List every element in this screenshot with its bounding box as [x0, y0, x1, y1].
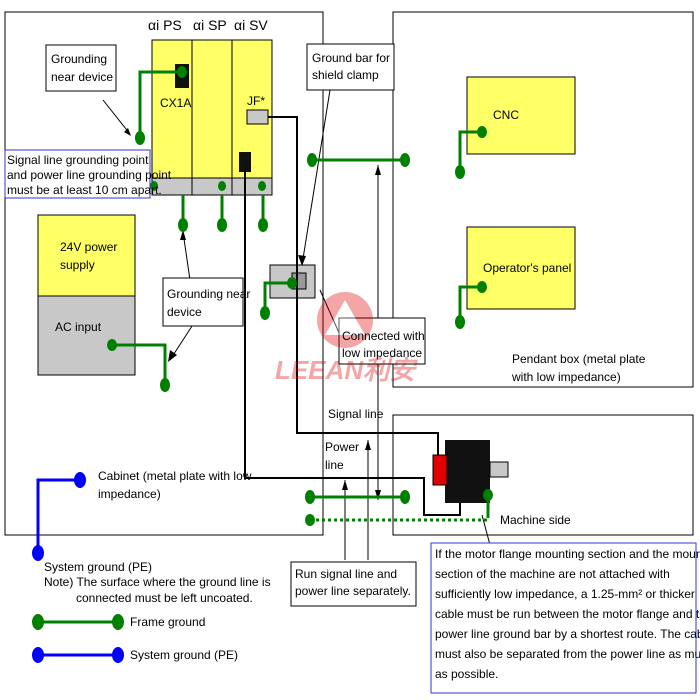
motor-flange-note-3: sufficiently low impedance, a 1.25-mm² o…: [435, 587, 695, 601]
sv-module-label: αi SV: [234, 17, 268, 33]
watermark-logo: [317, 292, 373, 348]
motor-flange-note-4: cable must be run between the motor flan…: [435, 607, 700, 621]
ps-module: [151, 39, 193, 179]
motor-connector: [432, 454, 448, 486]
motor-shaft: [489, 461, 509, 478]
callout-grounding-mid: [162, 277, 244, 327]
operator-panel-label: Operator's panel: [483, 261, 572, 275]
ac-input-box: [37, 295, 136, 376]
motor-flange-note-7: as possible.: [435, 667, 499, 681]
connected-low-impedance-1: Connected with: [342, 329, 425, 343]
sv-module: [231, 39, 273, 179]
cabinet-outline: [4, 11, 324, 536]
cabinet-label-1: Cabinet (metal plate with low: [98, 469, 252, 483]
motor-flange-note-5: power line ground bar by a shortest rout…: [435, 627, 700, 641]
pendant-box-label-1: Pendant box (metal plate: [512, 352, 646, 366]
frame-ground-dots: [107, 66, 493, 526]
watermark-text: LEEAN利安: [275, 355, 416, 385]
flange-ground-dotted: [310, 505, 490, 522]
frame-ground-lines: [112, 70, 490, 515]
callout-signal-power-note: [4, 149, 151, 199]
power-line-label-1: Power: [325, 440, 360, 454]
power-line-label-2: line: [325, 458, 344, 472]
legend-system-ground-label: System ground (PE): [130, 648, 239, 662]
callout-ground-bar: [306, 43, 395, 91]
run-separately-2: power line separately.: [295, 584, 411, 598]
grounding-near-device-top-1: Grounding: [51, 52, 108, 66]
signal-power-note-2: and power line grounding point: [7, 168, 172, 182]
motor-flange-note-1: If the motor flange mounting section and…: [435, 547, 700, 561]
note-line-2: connected must be left uncoated.: [76, 591, 253, 605]
motor-body: [445, 440, 490, 503]
power-supply-box: [37, 214, 136, 297]
motor-flange-note-6: must also be separated from the power li…: [435, 647, 700, 661]
pendant-box-outline: [392, 11, 694, 388]
run-separately-1: Run signal line and: [295, 567, 398, 581]
system-ground-line: [36, 478, 80, 552]
pendant-box-label-2: with low impedance): [512, 370, 621, 384]
callout-motor-flange: [430, 542, 697, 694]
cabinet-label-2: impedance): [98, 487, 161, 501]
power-line: [244, 172, 461, 516]
callout-connected: [338, 317, 426, 365]
signal-line-label: Signal line: [328, 407, 384, 421]
signal-line: [268, 116, 439, 455]
grounding-near-device-top-2: near device: [51, 70, 114, 84]
connected-low-impedance-2: low impedance: [342, 346, 423, 360]
callout-grounding-top: [45, 44, 117, 92]
ac-input-label: AC input: [55, 320, 102, 334]
jf-label: JF*: [247, 94, 265, 108]
grounding-near-device-mid-1: Grounding near: [167, 287, 251, 301]
cx1a-label: CX1A: [160, 96, 192, 110]
power-supply-label-1: 24V power: [60, 240, 118, 254]
signal-power-note-3: must be at least 10 cm apart.: [7, 183, 162, 197]
machine-side-label: Machine side: [500, 513, 571, 527]
note-line-1: Note) The surface where the ground line …: [44, 575, 271, 589]
signal-power-note-1: Signal line grounding point: [7, 153, 149, 167]
grounding-near-device-mid-2: device: [167, 305, 202, 319]
power-supply-label-2: supply: [60, 258, 95, 272]
sv-power-terminal: [239, 152, 251, 172]
jf-connector: [246, 109, 269, 125]
ground-bar-label-2: shield clamp: [312, 68, 379, 82]
ps-module-label: αi PS: [148, 17, 182, 33]
legend-frame-ground-label: Frame ground: [130, 615, 206, 629]
ground-bar-label-1: Ground bar for: [312, 51, 391, 65]
sp-module: [191, 39, 233, 179]
operator-panel-box: [466, 226, 576, 310]
cnc-box: [466, 76, 576, 155]
sp-module-label: αi SP: [193, 17, 227, 33]
motor-flange-note-2: section of the machine are not attached …: [435, 567, 670, 581]
callout-run-separately: [290, 561, 417, 607]
system-ground-pe-label: System ground (PE): [44, 560, 153, 574]
cnc-label: CNC: [493, 108, 519, 122]
machine-side-outline: [392, 414, 694, 536]
